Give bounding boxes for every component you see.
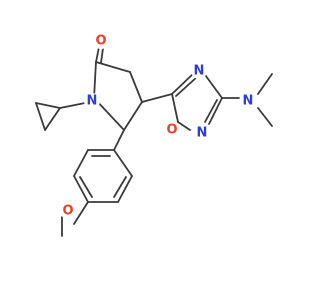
bond bbox=[35, 102, 61, 109]
atom-o-carbonyl: O bbox=[93, 33, 109, 49]
svg-text:N: N bbox=[197, 126, 208, 141]
bond bbox=[257, 107, 273, 127]
svg-text:N: N bbox=[243, 94, 254, 109]
svg-text:N: N bbox=[87, 94, 98, 109]
atom-n-dimethylamino: N bbox=[240, 93, 256, 109]
bond bbox=[175, 76, 198, 97]
bond bbox=[123, 101, 143, 131]
bond bbox=[95, 46, 100, 63]
bond bbox=[93, 61, 97, 99]
bonds bbox=[35, 46, 273, 237]
bond bbox=[73, 201, 89, 225]
bond bbox=[79, 176, 93, 198]
bond bbox=[141, 93, 173, 103]
bond bbox=[171, 71, 196, 95]
bond bbox=[73, 149, 89, 177]
bond bbox=[95, 61, 131, 73]
svg-text:O: O bbox=[95, 34, 106, 49]
bond bbox=[113, 176, 127, 198]
bond bbox=[117, 175, 133, 203]
bond bbox=[204, 99, 218, 123]
bond bbox=[44, 107, 61, 131]
bond bbox=[113, 129, 125, 151]
svg-text:N: N bbox=[194, 64, 205, 79]
atom-n-oxadiazole-top: N bbox=[191, 63, 207, 79]
bond bbox=[35, 102, 46, 131]
bond bbox=[100, 47, 104, 64]
bond bbox=[113, 149, 133, 177]
atom-o-methoxy: O bbox=[60, 203, 76, 219]
bond bbox=[73, 175, 89, 203]
bond bbox=[171, 93, 179, 123]
atom-o-oxadiazole: O bbox=[164, 122, 180, 138]
atom-labels: O N N N O N O bbox=[60, 33, 256, 219]
bond bbox=[257, 73, 273, 95]
svg-text:O: O bbox=[166, 123, 177, 138]
molecule-structure: O N N N O N O bbox=[35, 33, 273, 237]
bond bbox=[129, 71, 143, 103]
svg-text:O: O bbox=[62, 204, 73, 219]
bond bbox=[202, 71, 223, 99]
atom-n-lactam: N bbox=[84, 93, 100, 109]
bond bbox=[208, 97, 223, 125]
bond bbox=[177, 121, 191, 131]
atom-n-oxadiazole-bottom: N bbox=[194, 125, 210, 141]
